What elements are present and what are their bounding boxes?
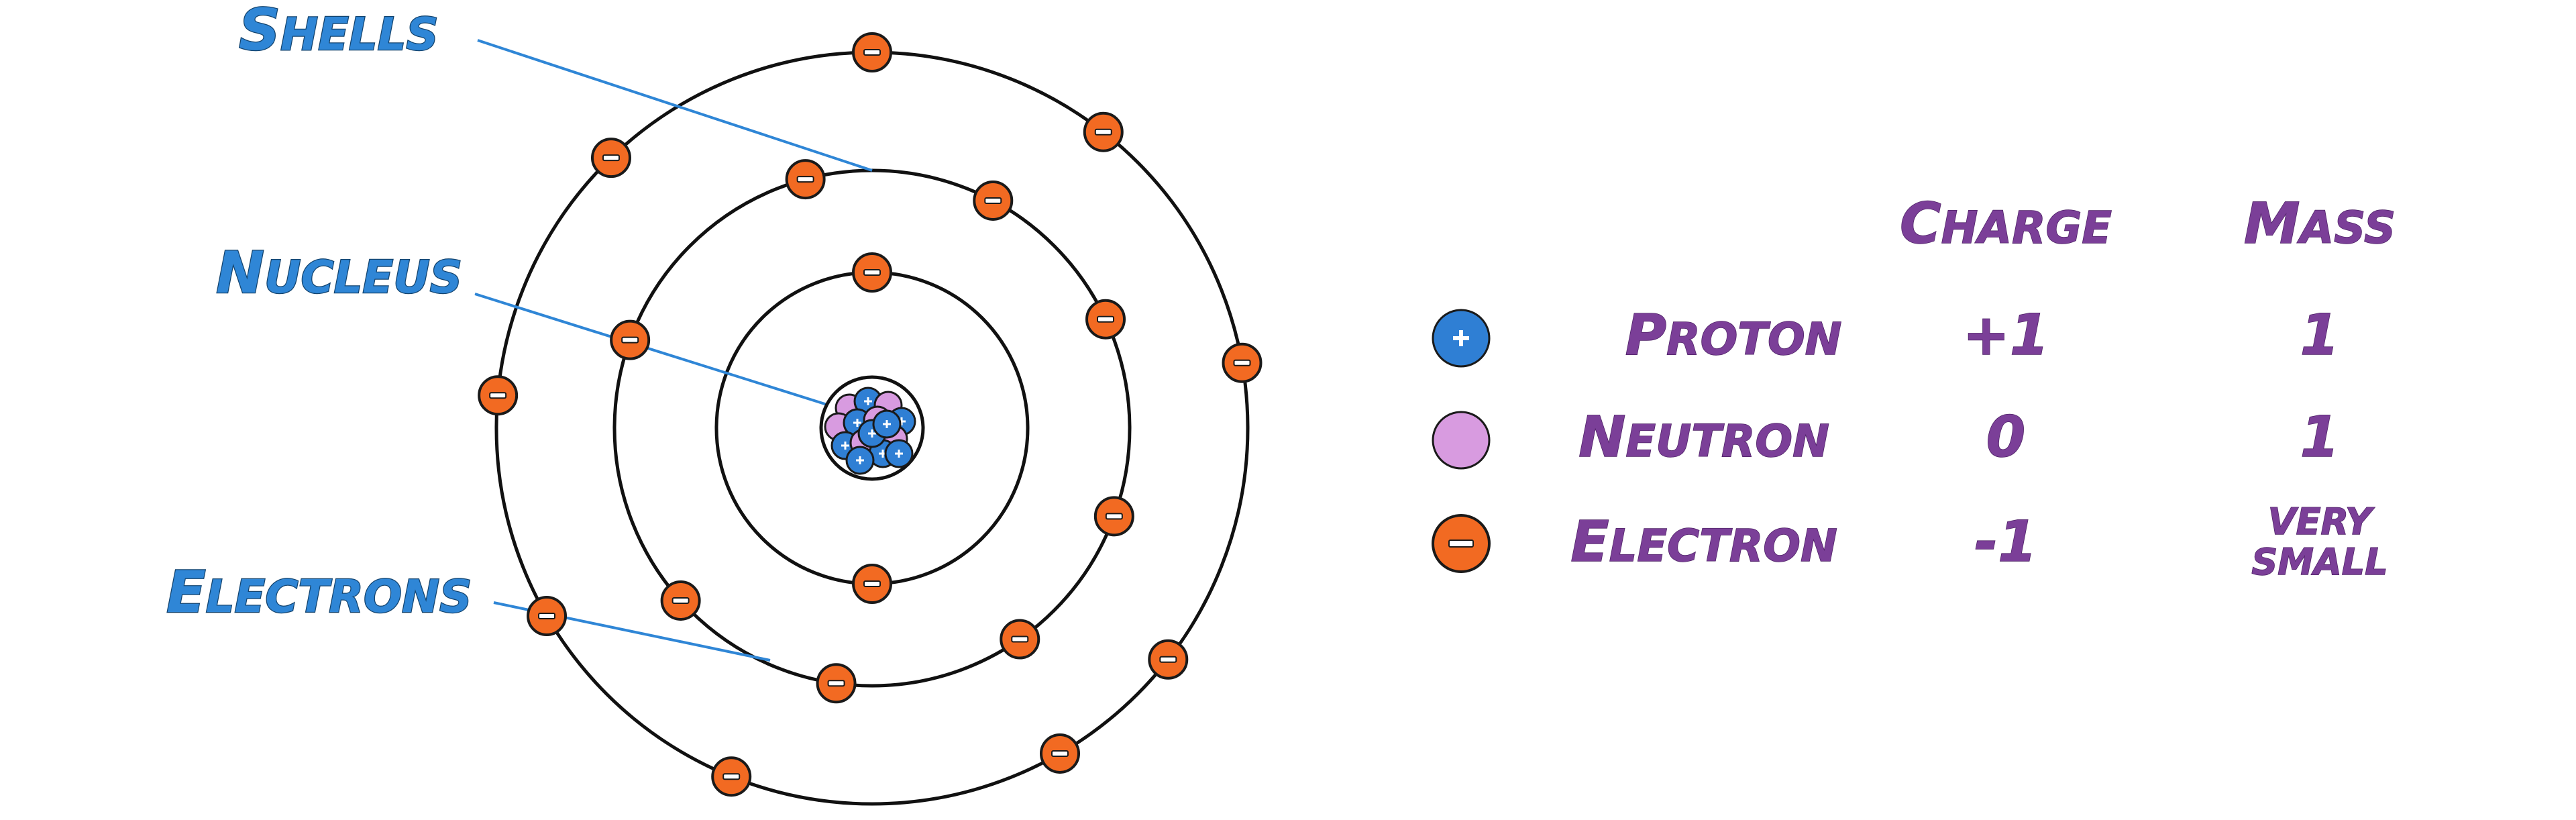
- electrons-group: [478, 32, 1263, 797]
- electron-shell1-1: [852, 252, 892, 293]
- electron-shell3-9: [590, 138, 631, 178]
- shells-label: SHELLS: [239, 0, 439, 64]
- electron-shell3-5: [1040, 733, 1080, 774]
- electron-shell2-5: [1000, 619, 1040, 660]
- electron-shell2-3: [1085, 299, 1126, 340]
- mass-header: MASS: [2244, 191, 2396, 256]
- electron-shell3-6: [711, 756, 752, 797]
- electron-shell2-7: [660, 580, 701, 621]
- electron-mass-line2: small: [2251, 541, 2387, 583]
- electron-shell3-7: [527, 596, 568, 636]
- nucleus-leader-line: [474, 293, 830, 407]
- electron-shell2-6: [816, 663, 857, 704]
- nucleus-proton-13: [884, 439, 914, 468]
- electron-mass-line1: very: [2268, 501, 2375, 543]
- electron-shell2-1: [785, 159, 826, 200]
- proton-icon: [1432, 309, 1491, 368]
- neutron-name: NEUTRON: [1578, 404, 1829, 470]
- electron-shell2-2: [973, 180, 1014, 221]
- proton-charge: +1: [1963, 302, 2049, 368]
- nucleus-proton-15: [872, 409, 902, 439]
- neutron-mass: 1: [2300, 404, 2339, 470]
- nucleus-proton-12: [845, 446, 875, 475]
- electron-shell2-4: [1093, 496, 1134, 537]
- electron-name: ELECTRON: [1570, 509, 1837, 574]
- electron-shell3-2: [1083, 111, 1124, 152]
- nucleus: [819, 375, 925, 481]
- electrons-label: ELECTRONS: [166, 559, 472, 626]
- proton-name: PROTON: [1625, 302, 1842, 368]
- neutron-icon: [1432, 411, 1491, 470]
- neutron-charge: 0: [1986, 404, 2025, 470]
- shells-leader-line: [477, 39, 873, 172]
- electron-shell2-8: [610, 319, 651, 360]
- charge-header: CHARGE: [1900, 191, 2112, 256]
- nucleus-label: NUCLEUS: [216, 240, 462, 307]
- electron-shell3-8: [478, 375, 519, 416]
- electron-shell3-1: [852, 32, 892, 72]
- electron-shell3-3: [1222, 342, 1263, 383]
- electron-icon: [1432, 514, 1491, 573]
- proton-mass: 1: [2300, 302, 2339, 368]
- electron-shell3-4: [1148, 639, 1189, 680]
- electron-charge: -1: [1974, 509, 2037, 574]
- electron-shell1-2: [852, 564, 892, 604]
